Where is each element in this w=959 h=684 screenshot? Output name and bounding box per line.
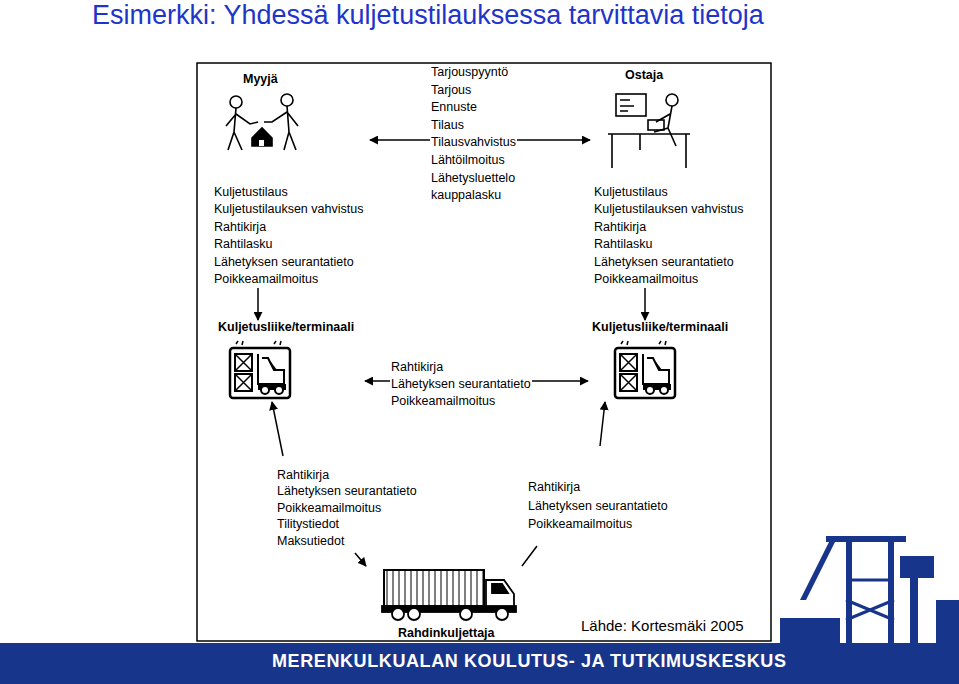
info-item: Poikkeamailmoitus	[213, 272, 319, 286]
info-item: Tarjouspyyntö	[430, 65, 509, 79]
info-item: Ennuste	[430, 100, 478, 114]
info-item: Poikkeamailmoitus	[276, 501, 382, 515]
terminal-icon	[615, 341, 675, 398]
info-item: Maksutiedot	[276, 534, 345, 548]
info-item: Rahtikirja	[213, 220, 267, 234]
info-item: Rahtilasku	[213, 237, 273, 251]
truck-figure	[382, 570, 516, 620]
flow-arrow	[644, 288, 646, 320]
info-item: Lähetysluettelo	[430, 171, 516, 185]
footer-text: MERENKULKUALAN KOULUTUS- JA TUTKIMUSKESK…	[272, 651, 787, 672]
seller-figure	[226, 94, 298, 150]
node-heading: Ostaja	[625, 68, 663, 82]
info-item: Rahtilasku	[593, 237, 653, 251]
terminal-icon	[230, 341, 290, 398]
info-item: Kuljetustilaus	[593, 185, 669, 199]
info-item: kauppalasku	[430, 188, 502, 202]
info-item: Lähetyksen seurantatieto	[390, 377, 532, 391]
frame	[197, 63, 771, 641]
flow-arrow	[257, 288, 259, 320]
node-heading: Rahdinkuljettaja	[398, 626, 495, 640]
info-item: Tilitystiedot	[276, 517, 340, 531]
source-note: Lähde: Kortesmäki 2005	[581, 617, 744, 634]
info-item: Kuljetustilauksen vahvistus	[213, 202, 364, 216]
flow-arrow	[522, 402, 605, 566]
info-item: Rahtikirja	[390, 360, 444, 374]
node-heading: Kuljetusliike/terminaali	[592, 320, 728, 334]
info-item: Rahtikirja	[527, 480, 581, 494]
info-item: Kuljetustilauksen vahvistus	[593, 202, 744, 216]
info-item: Lähetyksen seurantatieto	[213, 255, 355, 269]
actor-node: Kuljetusliike/terminaali	[588, 320, 738, 402]
info-item: Poikkeamailmoitus	[593, 272, 699, 286]
node-heading: Myyjä	[243, 72, 278, 86]
info-item: Lähetyksen seurantatieto	[276, 484, 418, 498]
info-item: Rahtikirja	[276, 468, 330, 482]
buyer-figure	[608, 94, 690, 168]
node-heading: Kuljetusliike/terminaali	[218, 320, 354, 334]
info-item: Tarjous	[430, 83, 472, 97]
port-crane	[780, 536, 959, 643]
info-item: Poikkeamailmoitus	[527, 517, 633, 531]
info-item: Poikkeamailmoitus	[390, 394, 496, 408]
info-item: Tilausvahvistus	[430, 135, 517, 149]
actor-node: Kuljetusliike/terminaali	[215, 320, 365, 402]
info-item: Rahtikirja	[593, 220, 647, 234]
title: Esimerkki: Yhdessä kuljetustilauksessa t…	[92, 0, 764, 31]
actor-node: Rahdinkuljettaja	[378, 566, 528, 640]
info-item: Lähetyksen seurantatieto	[527, 499, 669, 513]
info-item: Lähtöilmoitus	[430, 153, 506, 167]
info-item: Kuljetustilaus	[213, 185, 289, 199]
info-item: Tilaus	[430, 118, 465, 132]
info-item: Lähetyksen seurantatieto	[593, 255, 735, 269]
